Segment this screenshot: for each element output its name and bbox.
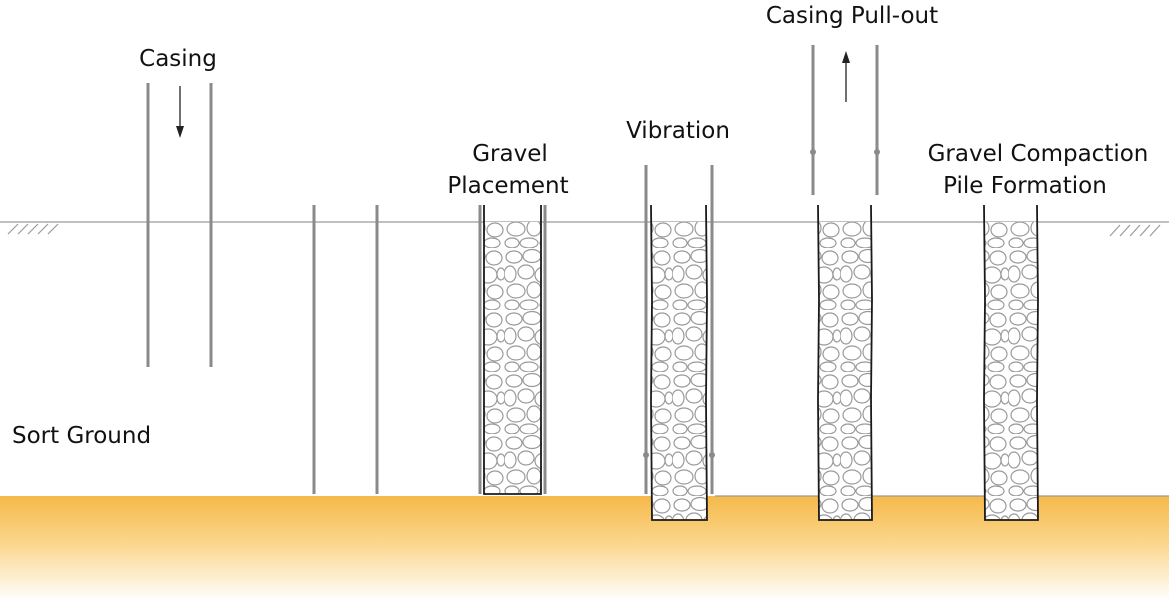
stage-gravel-placement [478,205,547,495]
label-gravel-placement-line2: Placement [447,173,568,199]
label-soft-ground: Sort Ground [12,423,151,449]
label-casing-pullout: Casing Pull-out [766,3,938,29]
label-casing: Casing [139,46,217,72]
up-arrowhead-icon [842,51,850,63]
gravel-fill [819,222,872,520]
vibrator-joint-left [643,452,649,458]
ground-hatch-right [1109,224,1161,237]
stage-casing-pullout [810,45,880,521]
pile-outline [817,204,873,521]
stage-pile-formation [983,204,1039,521]
gravel-fill [985,222,1038,520]
down-arrowhead-icon [176,126,184,138]
pile-outline [983,204,1039,521]
soft-ground-layer [0,496,1169,601]
pile-outline [650,204,708,521]
casing-joint-left [810,149,816,155]
stage-casing-driven [312,205,379,494]
gravel-fill [483,222,542,494]
ground-hatch-left [7,223,59,235]
casing-joint-right [874,149,880,155]
gravel-fill [652,222,706,520]
label-gravel-compaction-line1: Gravel Compaction [928,141,1149,167]
pile-outline [483,205,542,495]
label-gravel-compaction-line2: Pile Formation [943,173,1107,199]
vibrator-joint-right [709,452,715,458]
stage-vibration [643,165,715,521]
stage-casing [146,83,213,367]
label-vibration: Vibration [626,118,730,144]
label-gravel-placement-line1: Gravel [472,141,548,167]
